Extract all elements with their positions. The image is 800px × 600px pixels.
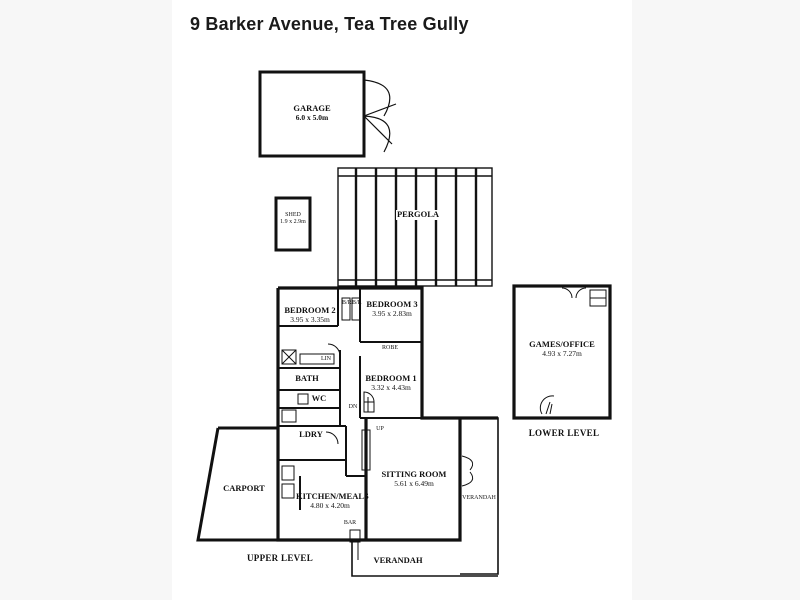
games-office-label: GAMES/OFFICE 4.93 x 7.27m xyxy=(516,339,608,358)
bedroom2-name: BEDROOM 2 xyxy=(284,305,336,315)
bedroom3-label: BEDROOM 3 3.95 x 2.83m xyxy=(364,299,420,318)
kitchen-name: KITCHEN/MEALS xyxy=(296,491,369,501)
page-title: 9 Barker Avenue, Tea Tree Gully xyxy=(190,14,469,34)
games-office-walls xyxy=(512,284,612,420)
verandah-east-label: VERANDAH xyxy=(462,495,496,501)
bedroom3-size: 3.95 x 2.83m xyxy=(372,308,412,318)
verandah-south-label: VERANDAH xyxy=(373,555,423,565)
games-office-name: GAMES/OFFICE xyxy=(529,339,595,349)
shed-size: 1.9 x 2.9m xyxy=(280,218,306,225)
garage-size: 6.0 x 5.0m xyxy=(295,112,329,122)
upper-level-label: UPPER LEVEL xyxy=(246,553,314,563)
bedroom3-robe-label: B/R xyxy=(352,300,362,306)
carport-outline xyxy=(196,426,278,542)
pergola-frame xyxy=(337,167,493,287)
bedroom1-size: 3.32 x 4.43m xyxy=(371,382,411,392)
bedroom3-name: BEDROOM 3 xyxy=(366,299,418,309)
garage-door-swing xyxy=(363,79,397,153)
shed-label: SHED 1.9 x 2.9m xyxy=(272,212,314,226)
games-fixtures xyxy=(539,287,607,415)
sitting-room-label: SITTING ROOM 5.61 x 6.49m xyxy=(370,469,458,488)
shed-walls xyxy=(274,196,312,252)
bath-label: BATH xyxy=(295,373,319,383)
garage-walls xyxy=(258,70,366,158)
wc-label: WC xyxy=(311,393,327,403)
fixtures xyxy=(281,297,375,560)
bedroom1-name: BEDROOM 1 xyxy=(365,373,417,383)
lower-level-label: LOWER LEVEL xyxy=(528,428,600,438)
linen-label: LIN xyxy=(321,356,331,362)
pergola-label: PERGOLA xyxy=(396,209,440,220)
kitchen-size: 4.80 x 4.20m xyxy=(310,500,350,510)
bedroom2-label: BEDROOM 2 3.95 x 3.35m xyxy=(282,305,338,324)
floor-plan-sheet xyxy=(172,0,632,600)
verandah-door-swing xyxy=(461,455,474,487)
garage-name: GARAGE xyxy=(293,103,331,113)
bedroom2-size: 3.95 x 3.35m xyxy=(290,314,330,324)
sitting-room-size: 5.61 x 6.49m xyxy=(394,478,434,488)
stairs-up-label: UP xyxy=(376,426,384,432)
verandah-south-outline xyxy=(351,540,498,577)
sitting-room-name: SITTING ROOM xyxy=(381,469,447,479)
bedroom1-robe-label: ROBE xyxy=(381,345,398,351)
carport-label: CARPORT xyxy=(223,483,265,493)
bar-label: BAR xyxy=(343,520,357,526)
kitchen-label: KITCHEN/MEALS 4.80 x 4.20m xyxy=(296,491,369,510)
stairs-down-label: DN xyxy=(348,404,358,410)
shed-name: SHED xyxy=(285,212,301,218)
games-office-size: 4.93 x 7.27m xyxy=(542,348,582,358)
laundry-label: LDRY xyxy=(299,429,323,439)
bedroom2-robe-label: B/R xyxy=(342,300,352,306)
internal-walls xyxy=(278,288,422,510)
verandah-east-outline xyxy=(460,417,499,575)
bedroom1-label: BEDROOM 1 3.32 x 4.43m xyxy=(364,373,418,392)
garage-label: GARAGE 6.0 x 5.0m xyxy=(260,103,364,122)
